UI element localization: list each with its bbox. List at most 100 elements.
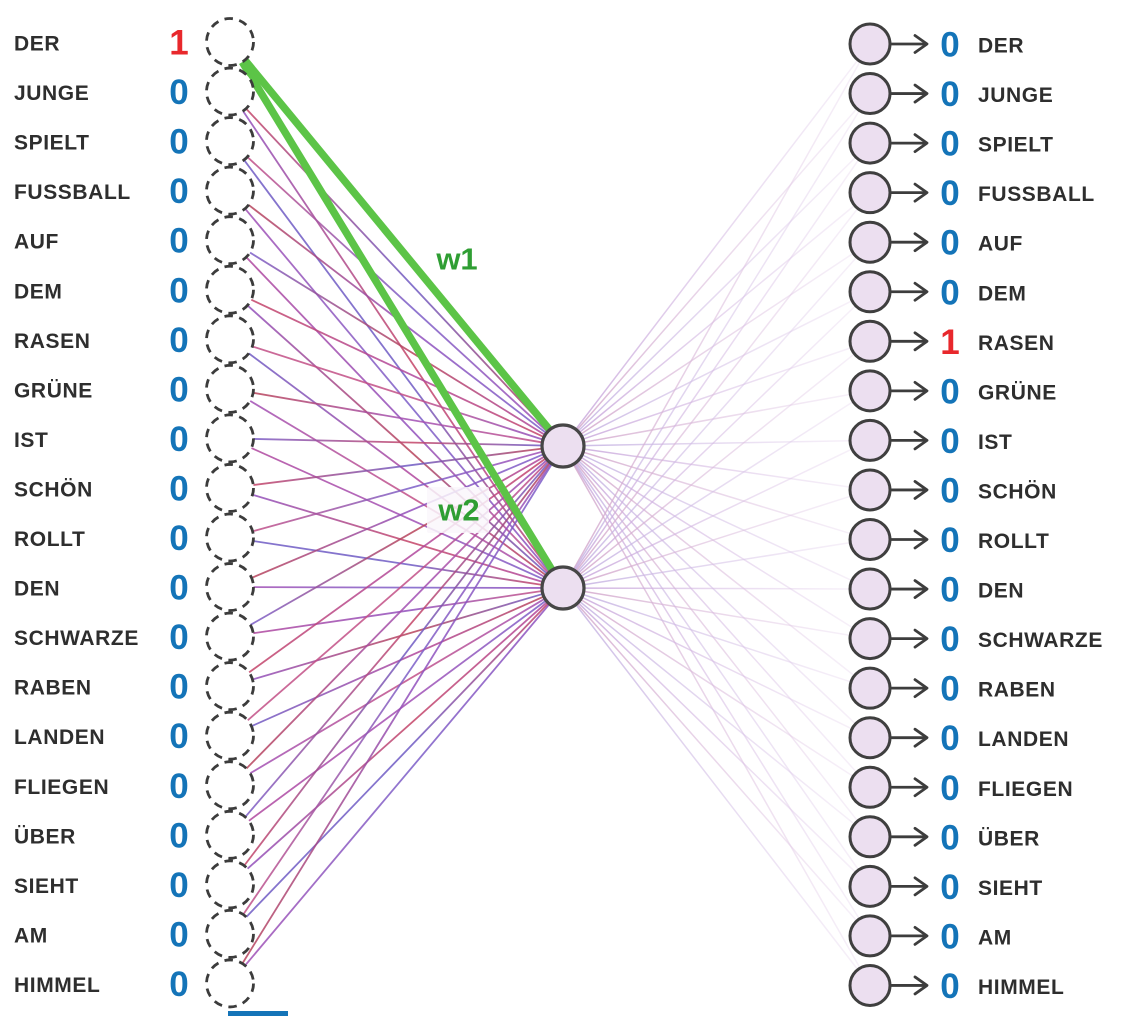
input-value: 0 [169,370,188,409]
edge-hidden-output [583,587,851,590]
output-value: 0 [940,372,959,411]
edge-hidden-output [581,300,853,438]
input-value: 0 [169,73,188,112]
output-word-label: IST [978,431,1012,454]
output-value: 0 [940,125,959,164]
input-node-circle [205,661,255,712]
edge-input-hidden [245,256,550,574]
output-word-label: SPIELT [978,134,1054,157]
output-arrowhead-icon [913,975,929,996]
input-word-label: SCHÖN [14,478,93,501]
edge-hidden-output [578,204,856,434]
weight-label-w2: w2 [437,493,479,528]
edge-hidden-output [582,593,852,683]
input-word-label: LANDEN [14,726,105,749]
input-value: 0 [169,965,188,1004]
edge-input-hidden [244,461,551,818]
edge-hidden-output [574,159,860,572]
output-word-label: RASEN [978,332,1055,355]
output-arrowhead-icon [913,876,929,897]
edge-input-hidden [246,156,549,433]
input-value: 0 [169,420,188,459]
input-node-circle [205,562,255,612]
edge-hidden-output [583,440,851,447]
output-value: 0 [940,620,959,659]
output-arrowhead-icon [913,480,929,500]
input-word-label: SCHWARZE [14,627,139,650]
input-word-label: FUSSBALL [14,181,131,204]
output-arrowhead-icon [913,926,929,946]
edge-hidden-output [581,448,853,580]
output-arrowhead-icon [913,83,929,104]
output-word-label: FUSSBALL [978,183,1095,206]
output-word-label: FLIEGEN [978,778,1073,801]
output-node-circle [848,914,892,958]
input-node-circle [205,958,255,1009]
edge-hidden-output [582,347,852,440]
output-word-label: AM [978,926,1012,949]
edge-hidden-output [581,454,853,582]
edge-input-hidden [248,352,547,577]
output-word-label: JUNGE [978,84,1053,107]
input-value: 0 [169,569,188,608]
input-word-label: HIMMEL [14,974,100,997]
input-word-label: DER [14,33,60,56]
output-word-label: GRÜNE [978,381,1057,404]
input-node-circle [205,413,255,464]
output-value: 0 [940,670,959,709]
edge-hidden-output [576,256,858,573]
input-word-label: SIEHT [14,875,79,898]
output-arrowhead-icon [913,628,929,649]
input-value: 1 [169,24,188,63]
edge-hidden-output [577,156,857,432]
input-value: 0 [169,668,188,707]
edge-hidden-output [576,603,858,922]
edge-input-hidden [245,602,550,918]
output-node-circle [848,72,892,116]
output-arrowhead-icon [913,777,929,798]
output-arrowhead-icon [913,826,929,847]
edge-input-hidden [252,345,544,441]
input-node-circle [205,264,255,315]
weight-line-w1 [242,57,553,433]
output-node-circle [848,716,892,760]
edge-hidden-output [580,598,854,777]
hidden-node-circle [540,565,586,611]
edge-input-hidden [253,438,543,447]
edge-input-hidden [241,463,553,964]
edge-hidden-output [583,448,851,488]
input-node-circle [205,611,255,662]
edge-hidden-output [577,602,857,873]
output-value: 0 [940,422,959,461]
output-value: 0 [940,26,959,65]
output-node-circle [848,121,892,165]
output-arrowhead-icon [913,232,929,253]
output-node-circle [848,617,892,661]
edge-hidden-output [583,393,851,444]
edge-input-hidden [245,108,550,432]
edge-input-hidden [244,208,551,573]
edge-hidden-output [583,590,851,637]
edge-input-hidden [244,603,551,967]
output-word-label: DEM [978,282,1026,305]
edge-input-hidden [245,460,549,770]
edge-hidden-output [581,596,853,730]
output-value: 0 [940,471,959,510]
input-node-circle [205,909,255,959]
edge-input-hidden [246,304,548,575]
output-value: 0 [940,273,959,312]
input-word-label: AUF [14,231,59,254]
output-value: 0 [940,75,959,114]
output-word-label: DEN [978,580,1024,603]
weight-label-badge [427,487,489,533]
output-word-label: AUF [978,233,1023,256]
output-arrowhead-icon [913,133,929,154]
input-value: 0 [169,123,188,162]
edge-hidden-output [576,461,858,773]
output-node-circle [848,319,892,363]
output-arrowhead-icon [913,579,929,599]
hidden-node-circle [540,423,586,469]
output-arrowhead-icon [913,34,929,54]
